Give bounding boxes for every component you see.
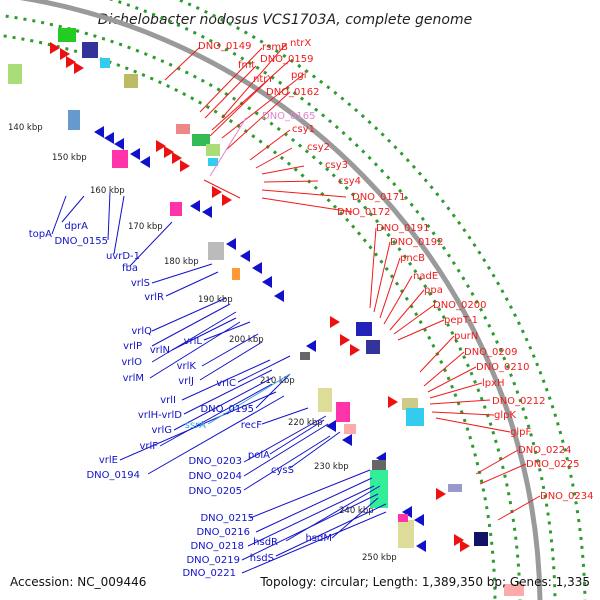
gene-label: hsdR <box>253 537 278 548</box>
outer-feature-ring <box>175 0 587 600</box>
tick-label: 190 kbp <box>198 295 233 305</box>
gene-label: vrlQ <box>131 326 152 337</box>
gene-label: DNO_0210 <box>476 362 530 373</box>
gene-label: DNO_0224 <box>518 445 572 456</box>
gene-label: ppa <box>424 285 443 296</box>
genome-backbone <box>0 0 587 600</box>
accession-text: Accession: NC_009446 <box>10 575 146 589</box>
kbp-tick-labels: 140 kbp 150 kbp 160 kbp 170 kbp 180 kbp … <box>8 123 397 563</box>
gene-label: DNO_0195 <box>200 404 254 415</box>
gene-label: DNO_0209 <box>464 347 518 358</box>
gene-label: ntrX <box>290 38 311 49</box>
gene-label: DNO_0212 <box>492 396 546 407</box>
gene-label: DNO_0159 <box>260 54 314 65</box>
gene-label: vrlN <box>150 345 170 356</box>
summary-text: Topology: circular; Length: 1,389,350 bp… <box>259 575 590 589</box>
map-title: Dichelobacter nodosus VCS1703A, complete… <box>98 12 472 28</box>
gene-label: DNO_0221 <box>182 568 236 579</box>
gene-label: topA <box>29 229 52 240</box>
gene-label: DNO_0165 <box>262 111 316 122</box>
gene-label: DNO_0219 <box>186 555 240 566</box>
gene-label: dprA <box>64 221 88 232</box>
gene-label: DNO_0191 <box>376 223 430 234</box>
forward-gene-labels: DNO_0149 ntrX rsmB fmt DNO_0159 pgi ntrY… <box>198 38 594 502</box>
backbone-arc <box>18 0 543 600</box>
gene-label: hsdM <box>305 533 332 544</box>
gene-label: hsdS <box>250 553 274 564</box>
gene-label: vrlF <box>139 441 158 452</box>
gene-label: vrlC <box>216 378 236 389</box>
gene-label: DNO_0234 <box>540 491 594 502</box>
gene-label: fba <box>122 263 138 274</box>
gene-label: uvrD-1 <box>106 251 140 262</box>
gene-label: vrlR <box>144 292 164 303</box>
tick-label: 210 kbp <box>260 376 295 386</box>
gene-label: lpxH <box>482 378 505 389</box>
gene-label: polA <box>248 450 270 461</box>
gene-label: pepT-1 <box>444 315 478 326</box>
gene-label: glpF <box>510 427 531 438</box>
gene-label: DNO_0194 <box>86 470 140 481</box>
gene-label: csy4 <box>338 176 361 187</box>
gene-label: DNO_0155 <box>54 236 108 247</box>
tick-label: 150 kbp <box>52 153 87 163</box>
gene-label: DNO_0205 <box>188 486 242 497</box>
gene-label: vrlI <box>160 395 176 406</box>
tick-label: 250 kbp <box>362 553 397 563</box>
tick-label: 140 kbp <box>8 123 43 133</box>
gene-label: DNO_0171 <box>352 192 406 203</box>
gene-label: DNO_0172 <box>337 207 391 218</box>
gene-label: DNO_0162 <box>266 87 320 98</box>
gene-label: vrlO <box>121 357 142 368</box>
gene-label: rsmB <box>262 42 288 53</box>
gene-label: vrlG <box>151 425 172 436</box>
tick-label: 220 kbp <box>288 418 323 428</box>
gene-label: ntrY <box>253 74 274 85</box>
gene-label: vrlM <box>123 373 144 384</box>
gene-label: pncB <box>400 253 425 264</box>
gene-label: fmt <box>238 60 255 71</box>
gene-label: vrlP <box>123 341 142 352</box>
tick-label: 180 kbp <box>164 257 199 267</box>
inner-feature-ring <box>0 33 497 600</box>
gene-label: recF <box>241 420 263 431</box>
tick-label: 160 kbp <box>90 186 125 196</box>
gene-label: csy3 <box>325 160 348 171</box>
gene-label: DNO_0149 <box>198 41 252 52</box>
gene-label: DNO_0218 <box>190 541 244 552</box>
gene-label: vrlJ <box>178 376 194 387</box>
tick-label: 240 kbp <box>339 506 374 516</box>
gene-label: vrlL <box>184 336 203 347</box>
gene-label: csy1 <box>292 124 315 135</box>
gene-label: DNO_0203 <box>188 456 242 467</box>
gene-label: DNO_0192 <box>390 237 444 248</box>
gene-label: DNO_0200 <box>433 300 487 311</box>
gene-label: vrlS <box>131 278 150 289</box>
gene-label: csy2 <box>307 142 330 153</box>
gene-features <box>8 28 524 596</box>
tick-label: 200 kbp <box>229 335 264 345</box>
gene-label: DNO_0216 <box>196 527 250 538</box>
gene-label: glpK <box>494 410 516 421</box>
gene-label: vrlE <box>99 455 118 466</box>
leader-lines <box>51 43 541 574</box>
tick-label: 170 kbp <box>128 222 163 232</box>
gene-label: DNO_0215 <box>200 513 254 524</box>
gene-label: DNO_0204 <box>188 471 242 482</box>
gene-label: cysS <box>271 465 294 476</box>
tick-label: 230 kbp <box>314 462 349 472</box>
gene-label: ssrA <box>185 420 207 431</box>
reverse-gene-labels: topA dprA DNO_0155 uvrD-1 fba vrlS vrlR … <box>29 221 332 579</box>
gene-label: vrlK <box>177 361 197 372</box>
gene-label: pgi <box>291 70 306 81</box>
gene-label: vrlH-vrlD <box>138 410 182 421</box>
gene-label: purN <box>454 331 478 342</box>
gene-label: DNO_0225 <box>526 459 580 470</box>
gene-label: nadE <box>413 271 438 282</box>
